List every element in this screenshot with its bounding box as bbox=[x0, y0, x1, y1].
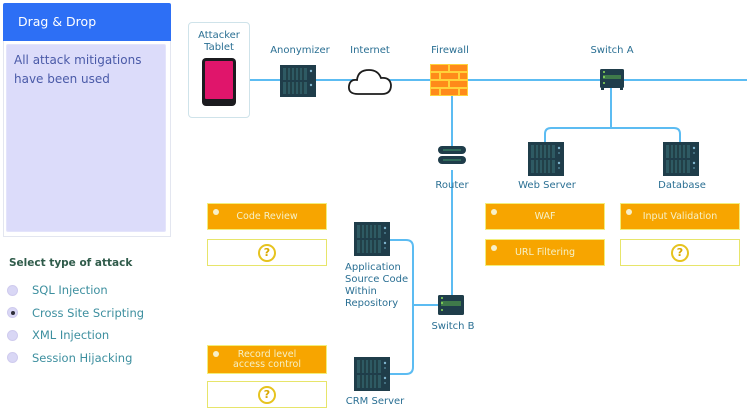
radio-label: Cross Site Scripting bbox=[32, 305, 145, 320]
drag-drop-area[interactable]: All attack mitigations have been used bbox=[6, 44, 166, 232]
anonymizer-icon bbox=[280, 65, 316, 97]
radio-label: XML Injection bbox=[32, 328, 110, 343]
remove-icon[interactable] bbox=[626, 209, 632, 215]
mitigation-label: URL Filtering bbox=[514, 246, 576, 258]
radio-label: Session Hijacking bbox=[32, 350, 133, 365]
remove-icon[interactable] bbox=[213, 209, 219, 215]
crm-server-icon bbox=[354, 357, 390, 391]
switch-a-label: Switch A bbox=[590, 45, 634, 56]
radio-sql-injection[interactable]: SQL Injection bbox=[7, 279, 144, 302]
mitigation-slot-empty[interactable]: ? bbox=[620, 239, 740, 266]
question-icon: ? bbox=[258, 243, 276, 262]
attack-type-heading: Select type of attack bbox=[9, 257, 133, 269]
link-servers-bus bbox=[388, 239, 414, 375]
web-server-icon bbox=[528, 142, 564, 176]
mitigation-slot-code-review[interactable]: Code Review bbox=[207, 203, 327, 230]
switch-b-label: Switch B bbox=[431, 321, 475, 332]
remove-icon[interactable] bbox=[213, 351, 219, 357]
mitigation-slot-empty[interactable]: ? bbox=[207, 381, 327, 408]
drag-drop-panel bbox=[3, 41, 171, 237]
radio-button[interactable] bbox=[7, 352, 18, 364]
mitigation-label: Record level access control bbox=[233, 348, 301, 370]
mitigation-label: WAF bbox=[534, 210, 556, 222]
mitigation-slot-record-level-access[interactable]: Record level access control bbox=[207, 345, 327, 374]
web-server-label: Web Server bbox=[518, 180, 576, 191]
link-switch-a-servers bbox=[544, 127, 681, 142]
question-icon: ? bbox=[258, 385, 276, 404]
radio-button[interactable] bbox=[7, 284, 18, 296]
radio-button[interactable] bbox=[7, 329, 18, 341]
attacker-tablet-label: Attacker Tablet bbox=[198, 30, 240, 53]
anonymizer-label: Anonymizer bbox=[270, 45, 330, 56]
app-source-server-icon bbox=[354, 222, 390, 256]
radio-xml-injection[interactable]: XML Injection bbox=[7, 324, 144, 347]
drag-drop-message: All attack mitigations have been used bbox=[14, 53, 142, 86]
mitigation-label: Input Validation bbox=[642, 210, 718, 222]
radio-session-hijacking[interactable]: Session Hijacking bbox=[7, 347, 144, 370]
drag-drop-header: Drag & Drop bbox=[3, 3, 171, 41]
crm-server-label: CRM Server bbox=[345, 396, 405, 407]
tablet-icon bbox=[202, 58, 236, 106]
database-icon bbox=[663, 142, 699, 176]
radio-cross-site-scripting[interactable]: Cross Site Scripting bbox=[7, 302, 144, 325]
radio-button-selected[interactable] bbox=[7, 307, 18, 319]
mitigation-slot-waf[interactable]: WAF bbox=[485, 203, 605, 230]
remove-icon[interactable] bbox=[491, 209, 497, 215]
attack-type-radio-group: SQL Injection Cross Site Scripting XML I… bbox=[7, 279, 144, 369]
radio-label: SQL Injection bbox=[32, 283, 108, 298]
router-label: Router bbox=[435, 180, 469, 191]
internet-label: Internet bbox=[350, 45, 390, 56]
mitigation-slot-url-filtering[interactable]: URL Filtering bbox=[485, 239, 605, 266]
remove-icon[interactable] bbox=[491, 245, 497, 251]
question-icon: ? bbox=[671, 243, 689, 262]
mitigation-slot-empty[interactable]: ? bbox=[207, 239, 327, 266]
internet-cloud-icon bbox=[348, 69, 392, 95]
mitigation-label: Code Review bbox=[236, 210, 298, 222]
router-icon bbox=[438, 146, 466, 164]
mitigation-slot-input-validation[interactable]: Input Validation bbox=[620, 203, 740, 230]
firewall-icon bbox=[430, 64, 468, 96]
attacker-tablet-node: Attacker Tablet bbox=[188, 22, 250, 118]
switch-a-icon bbox=[600, 69, 624, 90]
switch-b-icon bbox=[438, 295, 464, 315]
firewall-label: Firewall bbox=[431, 45, 469, 56]
database-label: Database bbox=[658, 180, 706, 191]
app-source-label: Application Source Code Within Repositor… bbox=[345, 262, 409, 309]
